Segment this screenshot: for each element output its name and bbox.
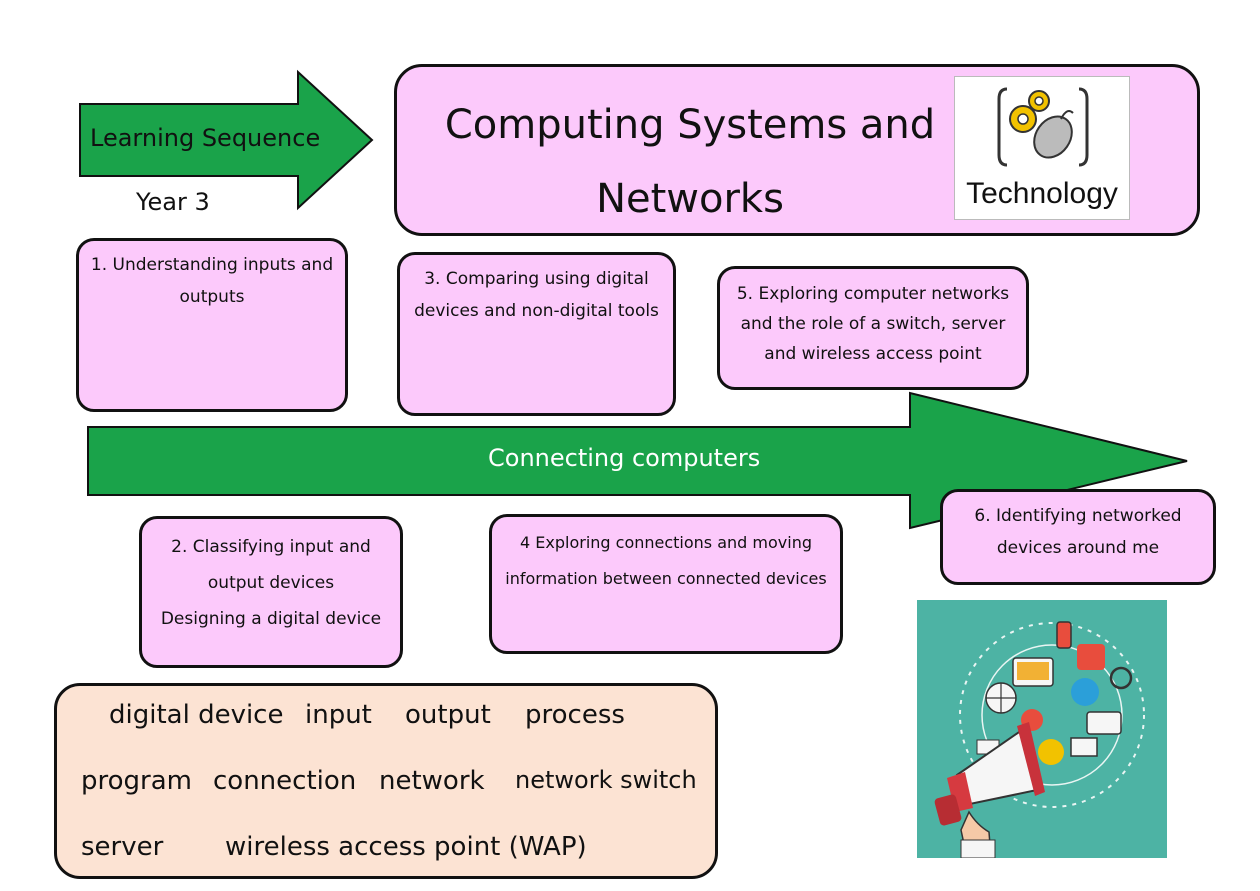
- mouse-icon: [1033, 110, 1074, 159]
- lesson-5-line-1: 5. Exploring computer networks: [736, 284, 1010, 304]
- lesson-5-line-3: and wireless access point: [764, 344, 982, 364]
- lesson-6-line-1: 6. Identifying networked: [974, 506, 1182, 526]
- lesson-card-5: 5. Exploring computer networks and the r…: [717, 266, 1029, 390]
- vocab-word: output: [405, 700, 491, 730]
- lesson-3-line-2: devices and non-digital tools: [414, 301, 659, 321]
- lesson-4-line-1: 4 Exploring connections and moving: [520, 533, 812, 552]
- year-label: Year 3: [136, 188, 210, 216]
- vocab-word: wireless access point (WAP): [225, 832, 587, 862]
- lesson-card-6: 6. Identifying networked devices around …: [940, 489, 1216, 585]
- lesson-2-line-3: Designing a digital device: [160, 609, 382, 629]
- lesson-3-line-1: 3. Comparing using digital: [424, 269, 649, 289]
- title-line-1: Computing Systems and: [444, 102, 936, 148]
- lesson-1-line-1: 1. Understanding inputs and: [90, 255, 334, 275]
- vocab-word: connection: [213, 766, 357, 796]
- vocab-word: server: [81, 832, 164, 862]
- lesson-card-1: 1. Understanding inputs and outputs: [76, 238, 348, 412]
- vocab-word: network switch: [515, 766, 697, 794]
- learning-sequence-label: Learning Sequence: [90, 124, 321, 152]
- connecting-computers-label: Connecting computers: [488, 444, 761, 472]
- lesson-6-line-2: devices around me: [996, 538, 1160, 558]
- lesson-5-line-2: and the role of a switch, server: [740, 314, 1006, 334]
- technology-logo: Technology: [954, 76, 1130, 220]
- vocab-word: digital device: [109, 700, 284, 730]
- lesson-4-line-2: information between connected devices: [505, 569, 827, 588]
- lesson-card-2: 2. Classifying input and output devices …: [139, 516, 403, 668]
- vocab-word: network: [379, 766, 485, 796]
- network-illustration: [917, 600, 1167, 859]
- title-line-2: Networks: [596, 176, 784, 222]
- lesson-card-4: 4 Exploring connections and moving infor…: [489, 514, 843, 654]
- vocab-word: input: [305, 700, 372, 730]
- page-title: Computing Systems and Networks: [430, 88, 950, 236]
- gears-icon: [997, 87, 1089, 167]
- lesson-card-3: 3. Comparing using digital devices and n…: [397, 252, 676, 416]
- megaphone-icon: [934, 621, 1145, 859]
- vocab-word: program: [81, 766, 192, 796]
- vocabulary-box: digital device input output process prog…: [54, 683, 718, 879]
- lesson-2-line-2: output devices: [207, 573, 335, 593]
- lesson-2-line-1: 2. Classifying input and: [171, 537, 371, 557]
- lesson-1-line-2: outputs: [179, 287, 245, 307]
- technology-label: Technology: [966, 177, 1118, 210]
- vocab-word: process: [525, 700, 625, 730]
